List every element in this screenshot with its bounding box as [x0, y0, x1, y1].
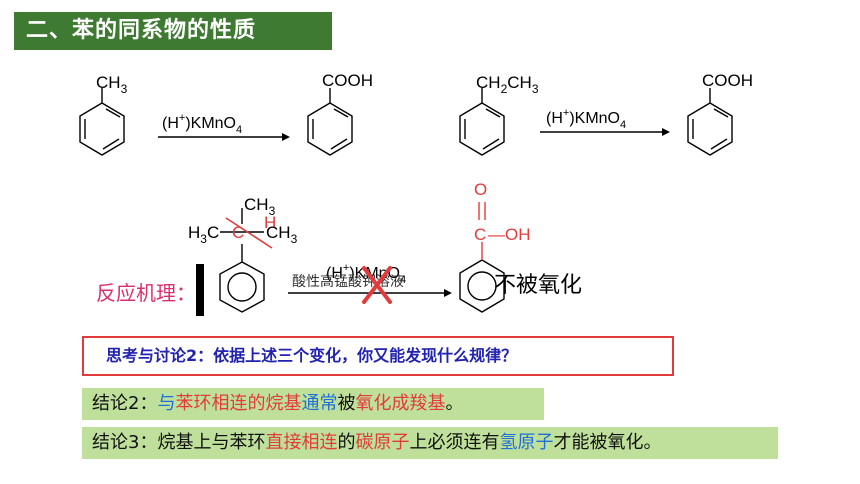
- ethyl-label: CH2CH3: [476, 73, 539, 96]
- cooh-label-1: COOH: [322, 71, 373, 90]
- toluene-structure: [79, 88, 125, 156]
- reagent-label-2: (H+)KMnO4: [546, 107, 626, 131]
- conclusion-3-prefix: 结论3：烷基上与苯环: [92, 432, 266, 453]
- benzoic-acid-structure-2: [687, 88, 733, 156]
- ethylbenzene-structure: [459, 88, 505, 156]
- page-title: 二、苯的同系物的性质: [14, 12, 332, 50]
- h3c-label: H3C: [188, 223, 219, 246]
- carbonyl-o-label: O: [474, 180, 487, 199]
- mechanism-label: 反应机理：: [96, 281, 196, 305]
- conclusion-2-part-1: 与: [157, 393, 176, 414]
- red-cross-icon: [362, 266, 392, 304]
- top-ch3-label: CH3: [244, 195, 276, 218]
- tert-butylbenzene-structure: [219, 208, 265, 313]
- conclusion-2-part-5: 氧化成羧基: [355, 393, 446, 414]
- conclusion-2-part-3: 通常: [301, 393, 338, 414]
- conclusion-2-part-4: 被: [337, 393, 356, 414]
- discussion-question-box: 思考与讨论2：依据上述三个变化，你又能发现什么规律？: [82, 336, 674, 376]
- reaction-arrow-2: [540, 128, 670, 136]
- reaction-arrow-1: [158, 133, 290, 141]
- carboxyl-c-label: C: [474, 225, 486, 244]
- conclusion-3-part-2: 的: [337, 432, 356, 453]
- conclusion-3-part-6: 才能被氧化。: [553, 432, 662, 453]
- conclusion-3: 结论3：烷基上与苯环直接相连的碳原子上必须连有氢原子才能被氧化。: [82, 427, 778, 459]
- conclusion-2: 结论2：与苯环相连的烷基通常被氧化成羧基。: [82, 388, 544, 420]
- conclusion-3-part-3: 碳原子: [355, 432, 410, 453]
- not-oxidized-label: 不被氧化: [494, 273, 582, 298]
- hydrogen-label: H: [264, 213, 276, 232]
- reagent-label-1: (H+)KMnO4: [162, 112, 242, 136]
- conclusion-3-part-5: 氢原子: [499, 432, 554, 453]
- conclusion-3-part-4: 上必须连有: [409, 432, 500, 453]
- structure-bracket: [196, 264, 204, 316]
- conclusion-2-prefix: 结论2：: [92, 393, 158, 414]
- toluene-ch3-label: CH3: [96, 73, 128, 96]
- carboxyl-group: [478, 202, 486, 260]
- acidic-kmno4-text: 酸性高锰酸钾溶液: [292, 273, 404, 290]
- cooh-label-2: COOH: [702, 71, 753, 90]
- benzoic-acid-structure-1: [307, 88, 353, 156]
- hydroxyl-label: —OH: [488, 225, 531, 244]
- conclusion-3-part-1: 直接相连: [265, 432, 338, 453]
- benzoic-acid-structure-3: [459, 259, 505, 313]
- conclusion-2-part-2: 苯环相连的烷基: [175, 393, 302, 414]
- mechanism-arrow: [288, 289, 452, 297]
- right-ch3-label: CH3: [266, 223, 298, 246]
- conclusion-2-part-6: 。: [445, 393, 464, 414]
